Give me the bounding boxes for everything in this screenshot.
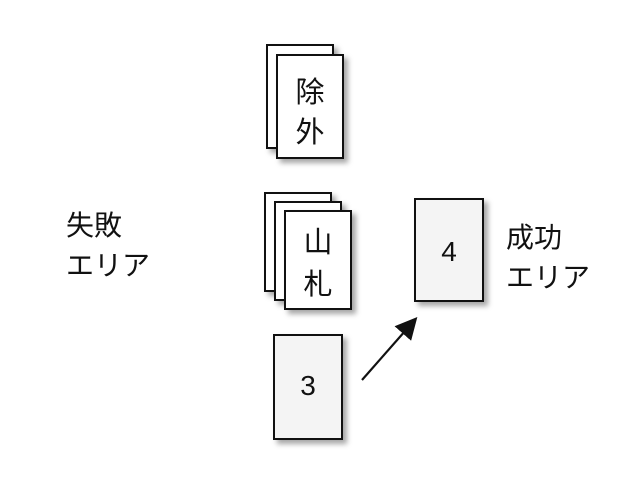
removed-pile-label-2: 外 (295, 115, 325, 149)
failure-area-line2: エリア (66, 249, 151, 282)
removed-pile-label-1: 除 (295, 75, 325, 109)
failure-area-line1: 失敗 (66, 209, 123, 242)
success-area-line1: 成功 (506, 221, 563, 254)
success-area-label: 成功 エリア (506, 218, 590, 298)
deck-label-1: 山 (303, 225, 333, 259)
deck-label-2: 札 (303, 267, 333, 301)
removed-pile-top-card[interactable]: 除 外 (276, 54, 344, 159)
success-area-line2: エリア (506, 261, 591, 294)
current-card[interactable]: 3 (273, 334, 343, 440)
deck-top-card[interactable]: 山 札 (284, 210, 352, 310)
success-card-number: 4 (441, 236, 457, 267)
current-card-number: 3 (300, 370, 316, 401)
success-card[interactable]: 4 (414, 198, 484, 302)
failure-area-label: 失敗 エリア (66, 206, 150, 286)
